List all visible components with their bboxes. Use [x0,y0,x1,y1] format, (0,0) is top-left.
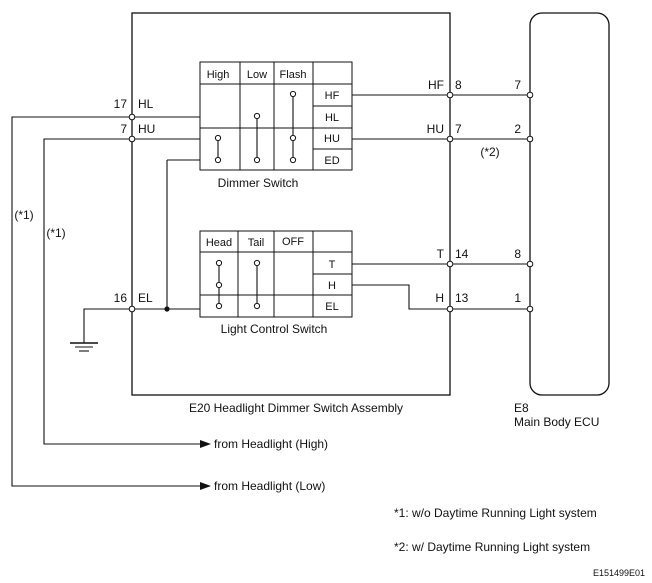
ecu-name: Main Body ECU [514,415,599,429]
ecu-pin-1: 1 [514,291,521,305]
left-pin-16-number: 16 [114,291,128,305]
right-pin-hf-name: HF [428,78,444,92]
footnote-1: *1: w/o Daytime Running Light system [394,506,597,520]
dimmer-header-high: High [207,69,230,81]
dimmer-row-hf: HF [325,90,340,102]
switch-assembly-box [131,12,451,396]
left-pin-17-name: HL [138,97,154,111]
left-external-wires [11,116,211,490]
note-mark-2: (*2) [480,145,499,159]
dimmer-contact-high [214,134,222,164]
left-pin-7-name: HU [138,122,155,136]
left-pin-16-name: EL [138,291,153,305]
lcs-contact-tail [253,259,261,310]
ecu-pin-2: 2 [514,122,521,136]
dimmer-row-hl: HL [325,112,339,124]
ecu-code: E8 [514,401,529,415]
right-pin-t-name: T [437,247,445,261]
left-pin-7-number: 7 [120,122,127,136]
lcs-row-el: EL [325,301,338,313]
ecu-pin-7: 7 [514,78,521,92]
right-pin-hf-number: 8 [455,78,462,92]
assembly-title: E20 Headlight Dimmer Switch Assembly [189,401,403,415]
light-control-switch-caption: Light Control Switch [221,322,328,336]
note-mark-1-inner: (*1) [46,226,65,240]
arrow-high-icon [200,440,211,448]
lcs-header-tail: Tail [248,237,265,249]
left-pin-17-number: 17 [114,97,128,111]
light-control-switch-table: Head Tail OFF T H EL Light Control Switc… [199,230,353,336]
dimmer-header-low: Low [247,69,267,81]
dimmer-row-ed: ED [324,155,339,167]
lcs-row-t: T [329,259,336,271]
right-pin-h-name: H [435,291,444,305]
ecu-wires [450,94,530,310]
arrow-low-icon [200,482,211,490]
from-headlight-high-label: from Headlight (High) [214,437,328,451]
lcs-row-h: H [328,280,336,292]
dimmer-contact-low [253,112,261,164]
note-mark-1-outer: (*1) [14,208,33,222]
dimmer-header-flash: Flash [280,69,307,81]
right-pin-hu-name: HU [427,122,444,136]
right-pin-t-number: 14 [455,247,469,261]
dimmer-switch-table: High Low Flash HF HL HU ED Dimmer Switch [199,61,353,190]
terminal-points [128,91,534,313]
ecu-box [529,12,610,396]
right-pin-h-number: 13 [455,291,469,305]
figure-id: E151499E01 [593,568,645,578]
right-pin-hu-number: 7 [455,122,462,136]
ecu-pin-8: 8 [514,247,521,261]
lcs-header-off: OFF [282,236,304,248]
internal-wires [132,94,450,312]
lcs-header-head: Head [206,237,232,249]
dimmer-row-hu: HU [324,133,340,145]
ground-icon [70,342,98,352]
lcs-contact-head [215,259,223,310]
dimmer-contact-flash [289,90,297,164]
from-headlight-low-label: from Headlight (Low) [214,479,325,493]
dimmer-switch-caption: Dimmer Switch [218,176,299,190]
footnote-2: *2: w/ Daytime Running Light system [394,540,590,554]
